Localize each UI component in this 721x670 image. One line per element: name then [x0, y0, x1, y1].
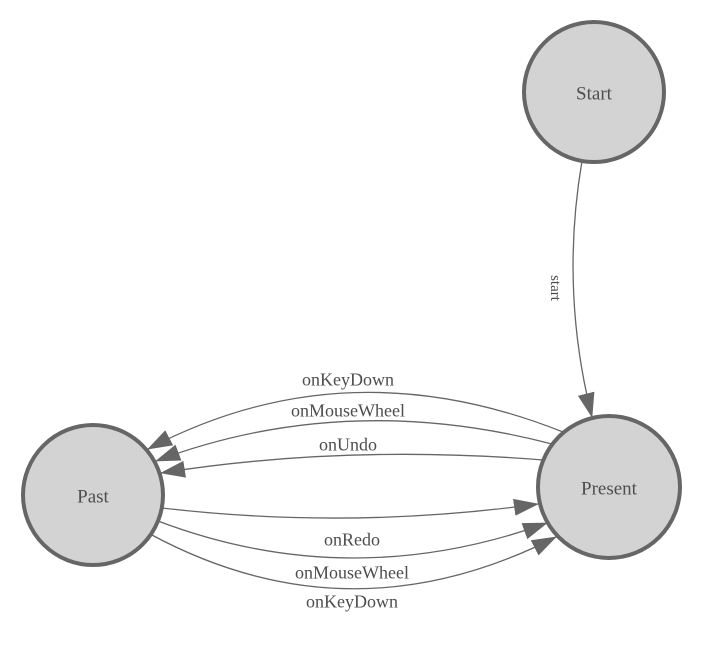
- edge-label-onredo: onRedo: [324, 529, 380, 549]
- node-past-circle[interactable]: [21, 423, 165, 567]
- node-past[interactable]: Past: [21, 423, 165, 567]
- node-start-circle[interactable]: [522, 20, 666, 164]
- edge-present-to-past-onkeydown: [147, 391, 564, 450]
- edge-past-to-present-onmousewheel: [157, 520, 548, 559]
- edge-start-to-present: [572, 160, 595, 418]
- node-label-present: Present: [581, 479, 638, 500]
- edge-label-start: start: [547, 275, 563, 302]
- node-present[interactable]: Present: [536, 414, 682, 560]
- edge-label-onundo: onUndo: [319, 434, 377, 454]
- edge-label-onkeydown-top: onKeyDown: [302, 369, 394, 389]
- edge-past-to-present-onkeydown: [149, 533, 557, 590]
- node-present-circle[interactable]: [536, 414, 682, 560]
- edge-past-to-present-onredo: [161, 498, 539, 519]
- edge-label-onmousewheel-top: onMouseWheel: [291, 400, 405, 420]
- node-label-start: Start: [576, 84, 613, 105]
- edge-label-onkeydown-bottom: onKeyDown: [306, 591, 398, 611]
- edge-label-onmousewheel-bottom: onMouseWheel: [295, 562, 409, 582]
- node-label-past: Past: [77, 487, 109, 508]
- edge-present-to-past-onmousewheel: [155, 420, 553, 462]
- edge-present-to-past-onundo: [160, 453, 544, 478]
- node-start[interactable]: Start: [522, 20, 666, 164]
